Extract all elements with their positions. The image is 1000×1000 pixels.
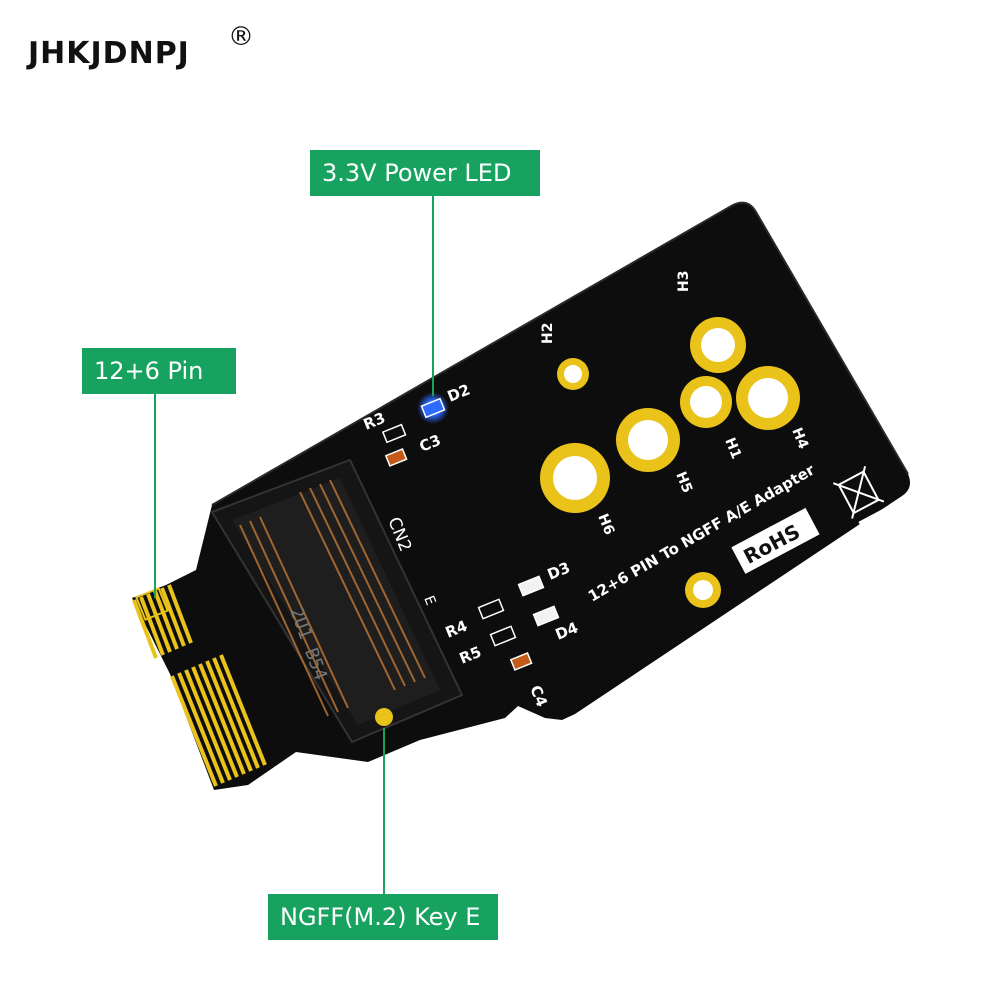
label-h5: H5	[672, 470, 695, 496]
m2-socket	[210, 458, 464, 744]
label-h4: H4	[788, 426, 811, 452]
led-d2	[420, 397, 446, 419]
brand-name: JHKJDNPJ	[28, 36, 190, 71]
callout-leaders	[154, 196, 434, 894]
pin-highlight-box	[135, 587, 169, 621]
mounting-holes	[540, 317, 800, 608]
weee-bin-icon	[832, 466, 886, 526]
callout-power-led: 3.3V Power LED	[310, 150, 540, 196]
callout-12-6-pin: 12+6 Pin	[82, 348, 236, 394]
pcb-edge-highlight	[211, 201, 909, 506]
label-h1: H1	[721, 436, 744, 462]
registered-mark: ®	[228, 22, 254, 52]
gold-fingers-short	[132, 584, 193, 659]
socket-pad	[375, 708, 393, 726]
gold-fingers-long	[170, 654, 267, 787]
pcb-body	[132, 202, 910, 790]
label-h6: H6	[594, 512, 617, 538]
smd-components	[381, 423, 560, 671]
callout-ngff-key-e: NGFF(M.2) Key E	[268, 894, 498, 940]
label-h2: H2	[540, 323, 556, 344]
label-h3: H3	[676, 271, 692, 292]
